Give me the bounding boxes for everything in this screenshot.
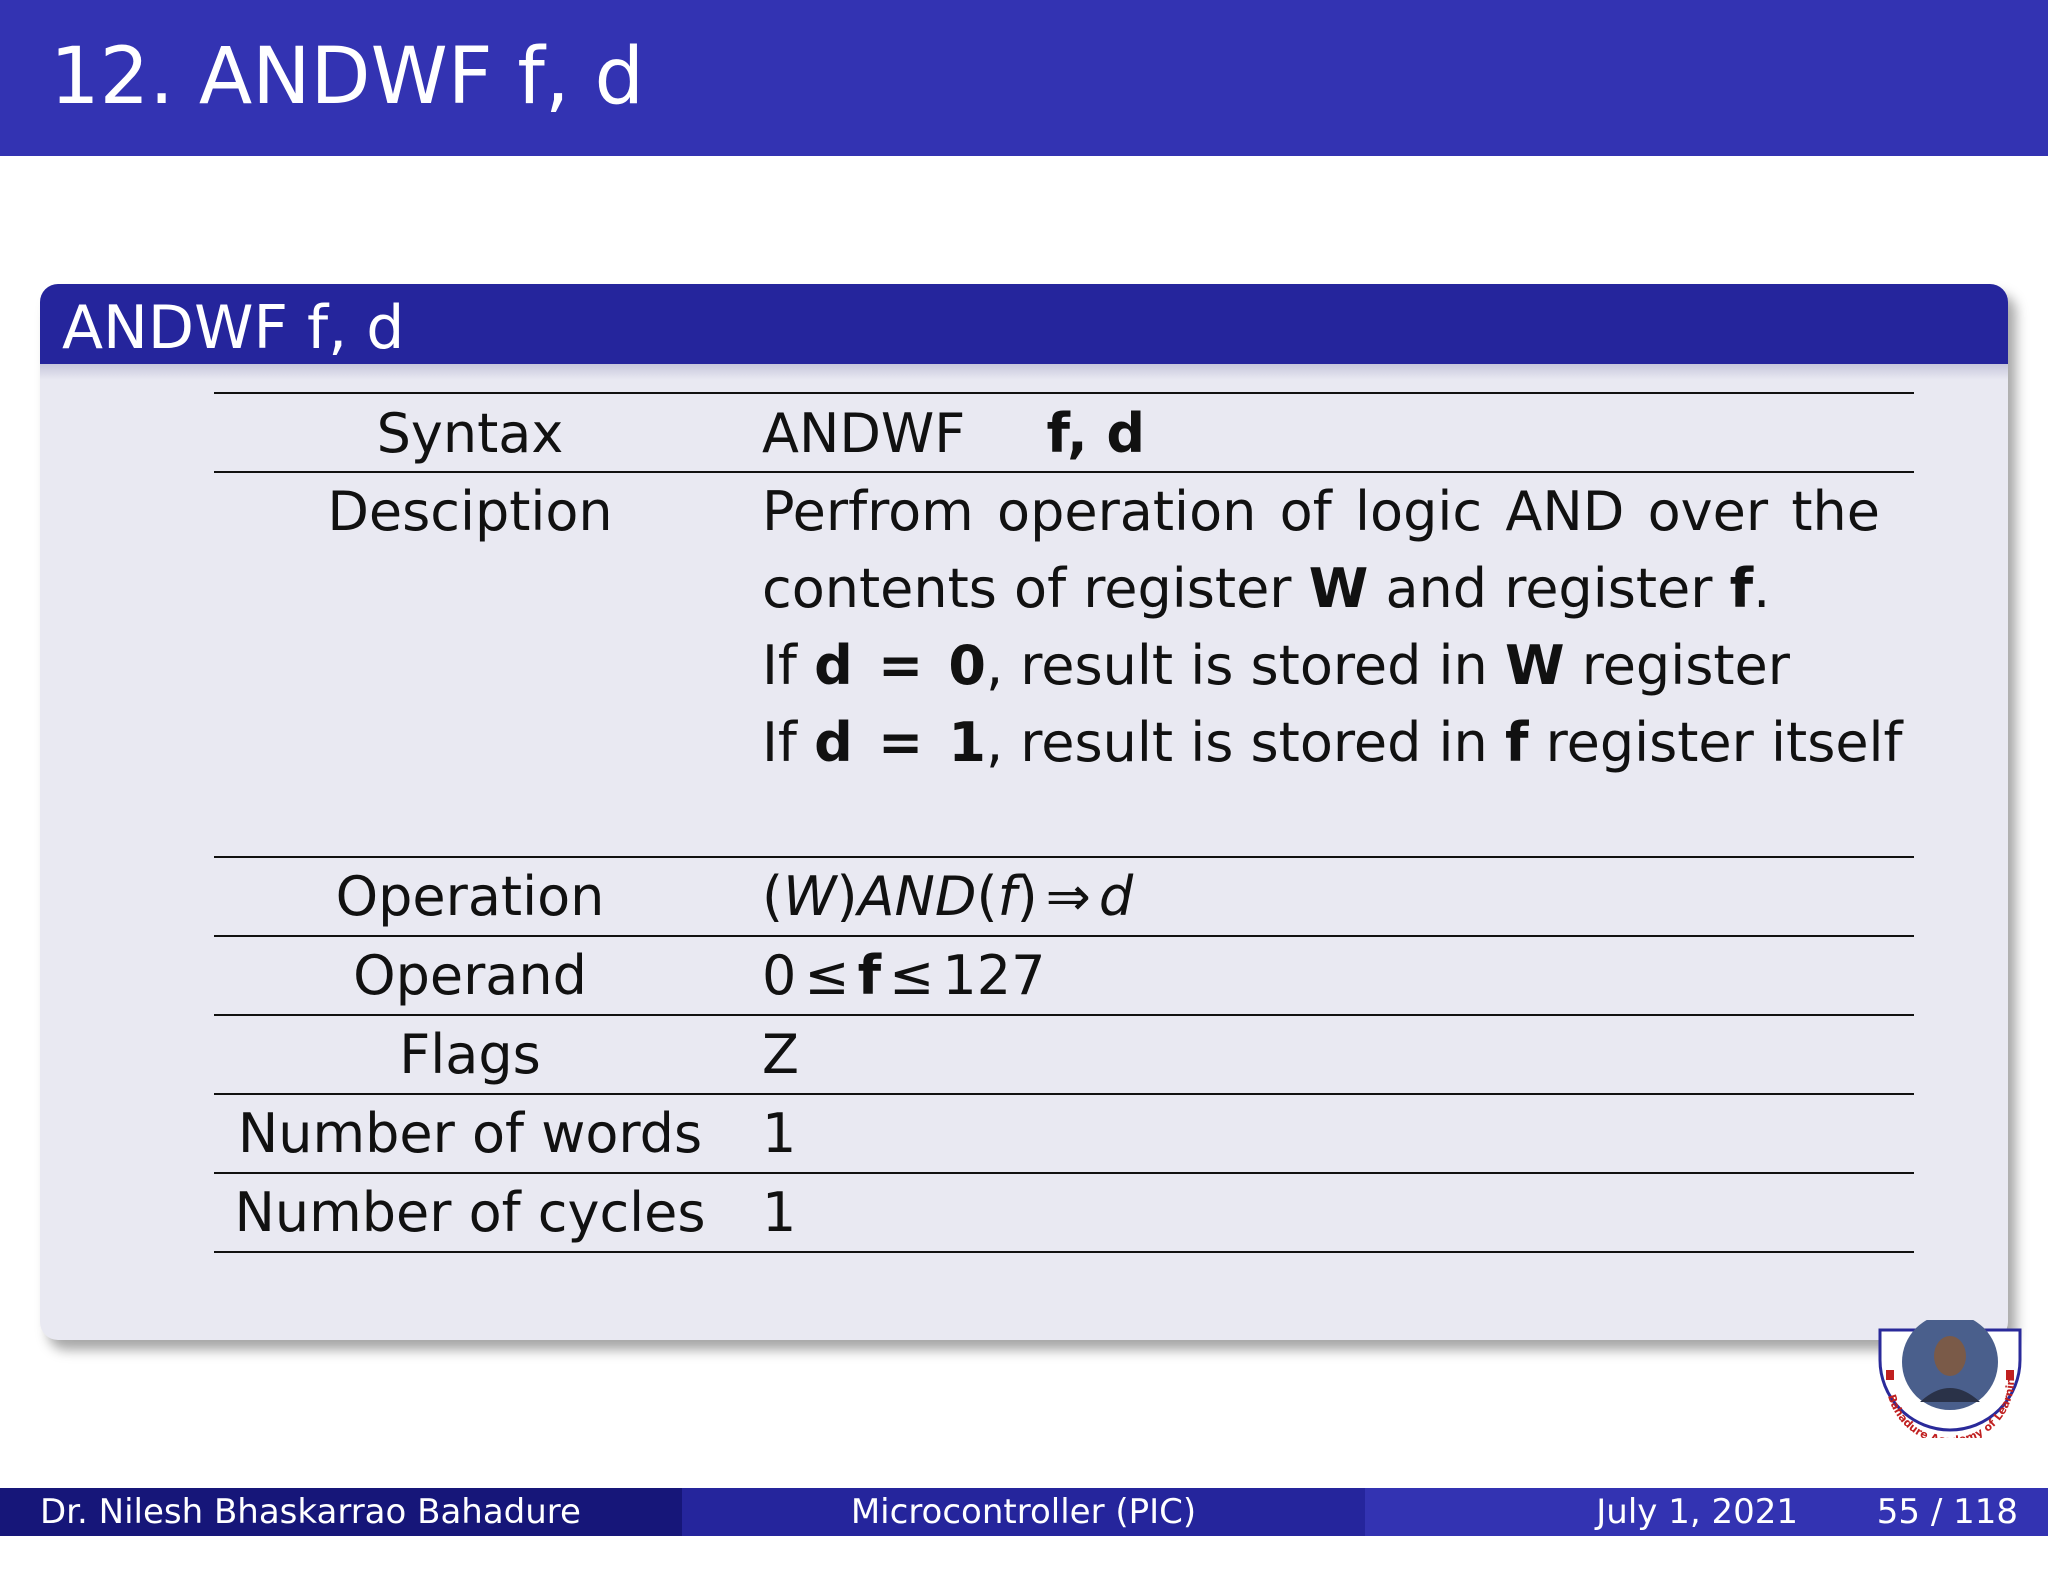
block-title: ANDWF f, d — [62, 293, 405, 363]
text-span: register — [1581, 634, 1790, 697]
table-rule — [214, 471, 1914, 473]
paren: ( — [762, 865, 784, 928]
block-header-shadow — [40, 364, 2008, 380]
block-header: ANDWF f, d — [40, 284, 2008, 364]
slide-footer: Dr. Nilesh Bhaskarrao Bahadure (PhD) Mic… — [0, 1488, 2048, 1580]
instruction-block: ANDWF f, d Syntax ANDWF f, d Desciption … — [40, 284, 2008, 1340]
words-label: Number of words — [237, 1102, 703, 1165]
implies-arrow-icon: ⇒ — [1045, 865, 1091, 928]
table-rule — [214, 1014, 1914, 1016]
operand-low: 0 — [762, 944, 797, 1007]
register-w: W — [1504, 634, 1565, 697]
table-rule — [214, 1093, 1914, 1095]
table-rule-bottom — [214, 1251, 1914, 1253]
flags-value: Z — [762, 1023, 799, 1086]
footer-author-cell: Dr. Nilesh Bhaskarrao Bahadure (PhD) — [0, 1488, 682, 1580]
footer-date: July 1, 2021 — [1596, 1492, 1798, 1532]
paren: ( — [976, 865, 998, 928]
text-span: contents of register — [762, 557, 1292, 620]
text-span: and register — [1385, 557, 1713, 620]
description-label: Desciption — [327, 480, 613, 543]
table-rule-top — [214, 392, 1914, 394]
table-rule — [214, 1172, 1914, 1174]
text-span: If — [762, 634, 797, 697]
slide-title-bar: 12. ANDWF f, d — [0, 0, 2048, 156]
register-f: f — [1729, 557, 1754, 620]
syntax-label: Syntax — [376, 402, 564, 465]
footer-course: Microcontroller (PIC) — [682, 1488, 1365, 1536]
description-line-1: Perfrom operation of logic AND over the — [762, 480, 1880, 543]
table-rule — [214, 856, 1914, 858]
footer-page-number: 55 / 118 — [1876, 1492, 2018, 1532]
flags-label: Flags — [399, 1023, 541, 1086]
paren: ) — [836, 865, 858, 928]
description-line-2: contents of register W and register f. — [762, 550, 1880, 628]
operand-high: 127 — [942, 944, 1046, 1007]
description-line-3: If d = 0, result is stored in W register — [762, 627, 1880, 705]
operation-label: Operation — [335, 865, 605, 928]
register-w: W — [1308, 557, 1369, 620]
var-f: f — [997, 865, 1017, 928]
description-line-4: If d = 1, result is stored in f register… — [762, 704, 1903, 782]
equals-symbol: = — [877, 634, 924, 697]
register-f: f — [1504, 711, 1529, 774]
text-span: . — [1753, 557, 1771, 620]
cycles-label: Number of cycles — [234, 1181, 706, 1244]
text-span: If — [762, 711, 797, 774]
var-d: d — [1098, 865, 1134, 928]
var-f: f — [857, 944, 882, 1007]
value-one: 1 — [948, 711, 986, 774]
cycles-value: 1 — [762, 1181, 797, 1244]
operand-value: 0≤f≤127 — [762, 937, 1045, 1015]
table-rule — [214, 935, 1914, 937]
syntax-value: ANDWF f, d — [762, 395, 1145, 473]
var-d: d — [814, 711, 853, 774]
var-w: W — [783, 865, 837, 928]
academy-logo: Bahadure Academy of Learning — [1870, 1320, 2022, 1438]
slide-title: 12. ANDWF f, d — [50, 32, 644, 122]
footer-author: Dr. Nilesh Bhaskarrao Bahadure (PhD) — [40, 1492, 581, 1580]
syntax-mnemonic: ANDWF — [762, 402, 966, 465]
operation-value: (W)AND(f)⇒d — [762, 858, 1133, 936]
footer-right-cell: July 1, 2021 55 / 118 — [1365, 1488, 2048, 1536]
text-span: , result is stored in — [985, 634, 1488, 697]
text-span: , result is stored in — [985, 711, 1488, 774]
less-equal-symbol: ≤ — [804, 944, 850, 1007]
value-zero: 0 — [948, 634, 986, 697]
equals-symbol: = — [877, 711, 924, 774]
operand-label: Operand — [353, 944, 587, 1007]
syntax-operands: f, d — [1046, 402, 1146, 465]
words-value: 1 — [762, 1102, 797, 1165]
var-d: d — [814, 634, 853, 697]
paren: ) — [1016, 865, 1038, 928]
text-span: register itself — [1545, 711, 1903, 774]
op-and: AND — [857, 865, 977, 928]
less-equal-symbol: ≤ — [889, 944, 935, 1007]
